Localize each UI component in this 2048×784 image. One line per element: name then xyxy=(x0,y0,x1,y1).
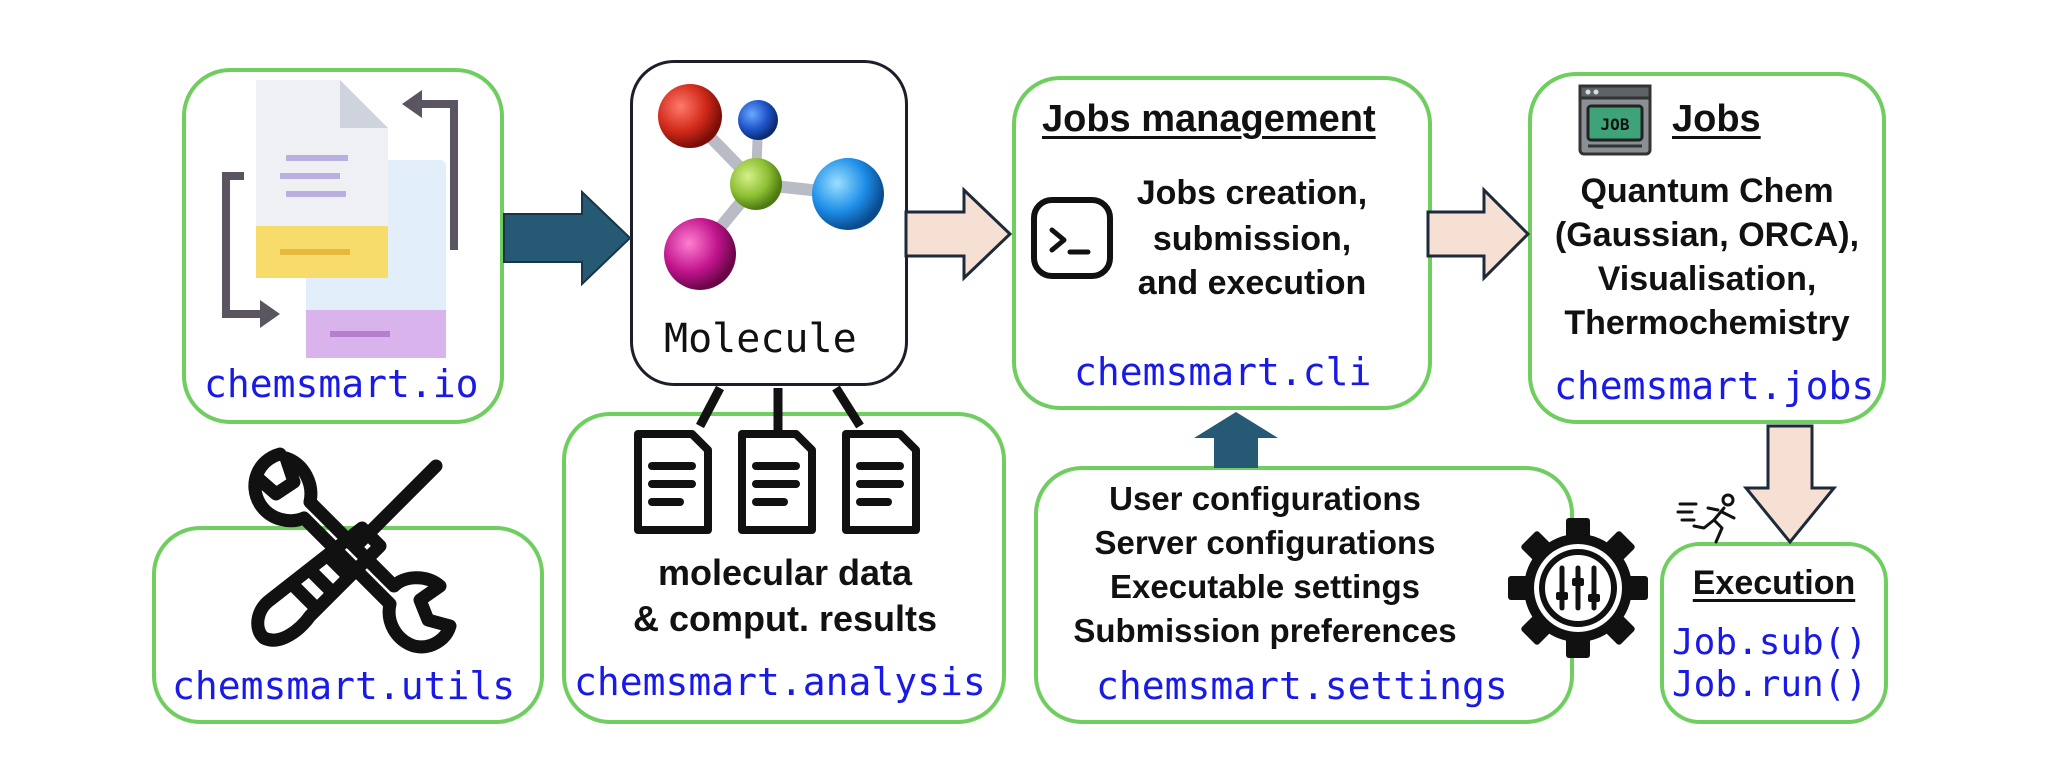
job-window-icon: JOB xyxy=(1578,84,1652,156)
jobs-desc-line-3: Visualisation, xyxy=(1597,260,1817,298)
io-label: chemsmart.io xyxy=(204,362,479,406)
settings-line-3: Executable settings xyxy=(1110,568,1420,605)
arrow-jobs-to-execution xyxy=(1742,424,1838,545)
jobs-desc-line-4: Thermochemistry xyxy=(1564,304,1850,342)
execution-method-sub: Job.sub() xyxy=(1672,622,1868,663)
arrow-molecule-to-cli xyxy=(904,186,1013,282)
jobs-title: Jobs xyxy=(1672,98,1761,140)
cli-title: Jobs management xyxy=(1042,98,1376,140)
analysis-label: chemsmart.analysis xyxy=(574,660,986,704)
jobs-desc-line-2: (Gaussian, ORCA), xyxy=(1554,216,1860,254)
execution-method-run: Job.run() xyxy=(1672,664,1868,705)
settings-line-2: Server configurations xyxy=(1094,524,1436,561)
terminal-icon xyxy=(1031,197,1113,279)
jobs-label: chemsmart.jobs xyxy=(1554,364,1875,408)
analysis-desc-line-2: & comput. results xyxy=(632,598,938,639)
settings-line-1: User configurations xyxy=(1109,480,1421,517)
settings-line-4: Submission preferences xyxy=(1073,612,1457,649)
settings-box xyxy=(1034,466,1574,724)
arrow-io-to-molecule xyxy=(503,189,632,287)
documents-icon xyxy=(634,430,920,534)
analysis-desc-line-1: molecular data xyxy=(657,552,913,593)
molecule-label: Molecule xyxy=(664,316,857,362)
execution-title: Execution xyxy=(1692,564,1856,602)
cli-label: chemsmart.cli xyxy=(1074,350,1372,394)
wrench-screwdriver-icon xyxy=(248,447,457,654)
execution-box xyxy=(1660,542,1888,724)
cli-desc-line-1: Jobs creation, xyxy=(1136,174,1368,212)
molecule-connectors xyxy=(696,385,864,430)
document-conversion-icon xyxy=(222,80,458,358)
arrow-settings-to-cli xyxy=(1194,412,1278,468)
cli-desc-line-2: submission, xyxy=(1152,220,1352,258)
jobs-desc-line-1: Quantum Chem xyxy=(1580,172,1834,210)
running-person-icon xyxy=(1676,493,1736,544)
settings-label: chemsmart.settings xyxy=(1096,664,1508,708)
arrow-cli-to-jobs xyxy=(1426,186,1531,282)
utils-label: chemsmart.utils xyxy=(172,664,516,708)
job-icon-text: JOB xyxy=(1601,115,1630,134)
cli-desc-line-3: and execution xyxy=(1137,264,1367,302)
utils-box xyxy=(152,526,544,724)
gear-sliders-icon xyxy=(1508,518,1648,658)
molecule-icon xyxy=(658,84,884,290)
